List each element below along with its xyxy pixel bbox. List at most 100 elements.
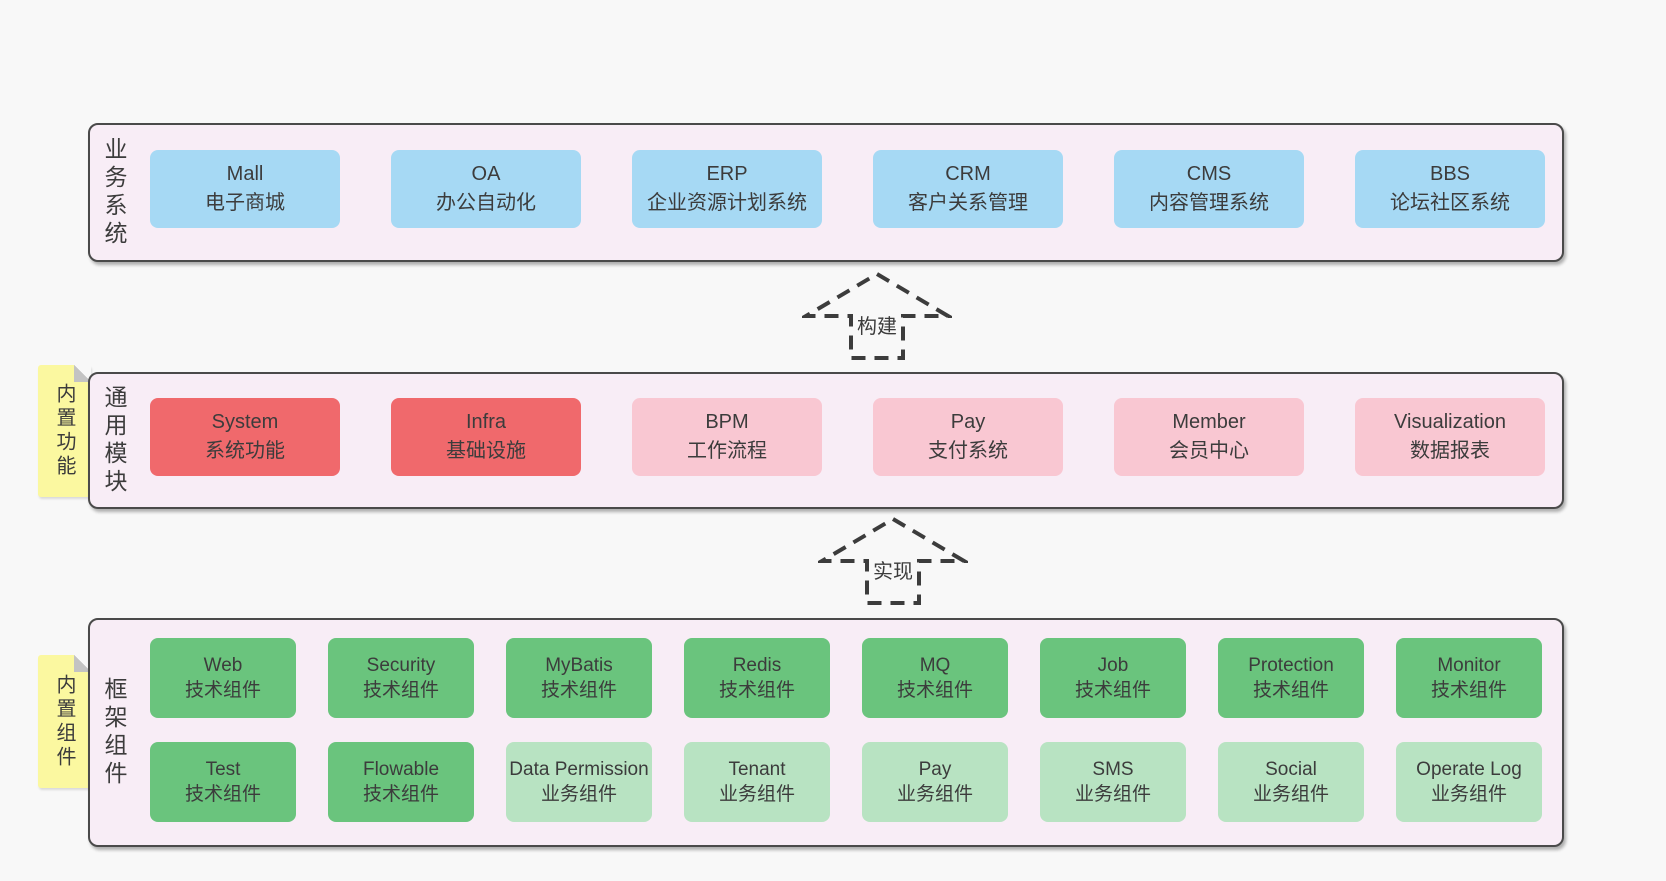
box-subtitle: 技术组件: [184, 784, 261, 805]
box-job: Job 技术组件: [1040, 638, 1186, 718]
box-subtitle: 内容管理系统: [1149, 192, 1269, 214]
box-oa: OA 办公自动化: [391, 150, 581, 228]
box-mall: Mall 电子商城: [150, 150, 340, 228]
box-title: Security: [366, 655, 436, 676]
box-subtitle: 论坛社区系统: [1390, 192, 1510, 214]
box-subtitle: 基础设施: [446, 440, 526, 462]
box-test: Test 技术组件: [150, 742, 296, 822]
box-title: Monitor: [1437, 655, 1501, 676]
note-text: 内置组件: [53, 673, 75, 770]
box-web: Web 技术组件: [150, 638, 296, 718]
box-subtitle: 数据报表: [1410, 440, 1490, 462]
box-redis: Redis 技术组件: [684, 638, 830, 718]
box-bbs: BBS 论坛社区系统: [1355, 150, 1545, 228]
box-subtitle: 技术组件: [1074, 680, 1151, 701]
folded-corner-icon: [74, 365, 91, 382]
box-tenant: Tenant 业务组件: [684, 742, 830, 822]
box-sms: SMS 业务组件: [1040, 742, 1186, 822]
layer-label-components: 框架组件: [101, 676, 127, 789]
box-title: Data Permission: [509, 759, 649, 780]
box-subtitle: 业务组件: [540, 784, 617, 805]
box-mybatis: MyBatis 技术组件: [506, 638, 652, 718]
box-title: MyBatis: [545, 655, 613, 676]
box-subtitle: 技术组件: [184, 680, 261, 701]
box-title: Operate Log: [1416, 759, 1522, 780]
note-text: 内置功能: [53, 383, 75, 479]
box-infra: Infra 基础设施: [391, 398, 581, 476]
box-title: Mall: [226, 163, 264, 185]
box-bpm: BPM 工作流程: [632, 398, 822, 476]
box-title: OA: [471, 163, 501, 185]
box-visualization: Visualization 数据报表: [1355, 398, 1545, 476]
box-title: Pay: [950, 411, 986, 433]
box-subtitle: 业务组件: [1074, 784, 1151, 805]
box-subtitle: 业务组件: [718, 784, 795, 805]
box-title: MQ: [919, 655, 951, 676]
box-subtitle: 业务组件: [1252, 784, 1329, 805]
layer-common-modules: 通用模块 System 系统功能 Infra 基础设施 BPM 工作流程 Pay…: [88, 372, 1564, 509]
note-built-in-features: 内置功能: [38, 365, 91, 497]
box-title: Visualization: [1394, 411, 1506, 433]
box-subtitle: 技术组件: [896, 680, 973, 701]
box-subtitle: 技术组件: [362, 680, 439, 701]
box-title: Pay: [918, 759, 952, 780]
box-title: Tenant: [728, 759, 786, 780]
box-title: Test: [205, 759, 241, 780]
box-title: System: [211, 411, 279, 433]
box-title: Member: [1172, 411, 1246, 433]
box-title: Infra: [465, 411, 507, 433]
box-title: Protection: [1248, 655, 1334, 676]
layer-framework-components: 框架组件 Web 技术组件 Security 技术组件 MyBatis 技术组件…: [88, 618, 1564, 847]
box-subtitle: 企业资源计划系统: [647, 192, 807, 214]
box-subtitle: 客户关系管理: [908, 192, 1028, 214]
box-subtitle: 业务组件: [1430, 784, 1507, 805]
box-flowable: Flowable 技术组件: [328, 742, 474, 822]
layer-label-modules: 通用模块: [101, 384, 127, 497]
box-member: Member 会员中心: [1114, 398, 1304, 476]
arrow-implement-label: 实现: [870, 555, 916, 584]
box-title: BBS: [1429, 163, 1471, 185]
box-subtitle: 业务组件: [896, 784, 973, 805]
box-title: SMS: [1092, 759, 1134, 780]
box-subtitle: 技术组件: [362, 784, 439, 805]
box-cms: CMS 内容管理系统: [1114, 150, 1304, 228]
box-title: Job: [1097, 655, 1129, 676]
box-data-permission: Data Permission 业务组件: [506, 742, 652, 822]
box-subtitle: 工作流程: [687, 440, 767, 462]
box-security: Security 技术组件: [328, 638, 474, 718]
box-title: CMS: [1186, 163, 1232, 185]
arrow-build: 构建: [802, 270, 952, 362]
box-monitor: Monitor 技术组件: [1396, 638, 1542, 718]
box-subtitle: 技术组件: [1252, 680, 1329, 701]
box-operate-log: Operate Log 业务组件: [1396, 742, 1542, 822]
box-subtitle: 技术组件: [718, 680, 795, 701]
dashed-up-arrow-icon: [802, 271, 952, 360]
layer-label-business: 业务系统: [101, 136, 127, 249]
box-title: Social: [1265, 759, 1317, 780]
box-subtitle: 技术组件: [540, 680, 617, 701]
box-title: BPM: [705, 411, 749, 433]
box-pay-component: Pay 业务组件: [862, 742, 1008, 822]
arrow-build-label: 构建: [854, 310, 900, 339]
box-title: CRM: [945, 163, 991, 185]
box-title: ERP: [706, 163, 748, 185]
box-social: Social 业务组件: [1218, 742, 1364, 822]
dashed-up-arrow-icon: [818, 516, 968, 605]
folded-corner-icon: [74, 655, 91, 672]
box-title: Flowable: [362, 759, 440, 780]
box-subtitle: 系统功能: [205, 440, 285, 462]
box-subtitle: 技术组件: [1430, 680, 1507, 701]
box-mq: MQ 技术组件: [862, 638, 1008, 718]
box-subtitle: 电子商城: [205, 192, 285, 214]
arrow-implement: 实现: [818, 515, 968, 607]
box-title: Redis: [732, 655, 782, 676]
note-built-in-components: 内置组件: [38, 655, 91, 788]
box-protection: Protection 技术组件: [1218, 638, 1364, 718]
box-subtitle: 支付系统: [928, 440, 1008, 462]
layer-business-systems: 业务系统 Mall 电子商城 OA 办公自动化 ERP 企业资源计划系统 CRM…: [88, 123, 1564, 262]
box-erp: ERP 企业资源计划系统: [632, 150, 822, 228]
box-pay-module: Pay 支付系统: [873, 398, 1063, 476]
box-subtitle: 办公自动化: [436, 192, 536, 214]
box-crm: CRM 客户关系管理: [873, 150, 1063, 228]
